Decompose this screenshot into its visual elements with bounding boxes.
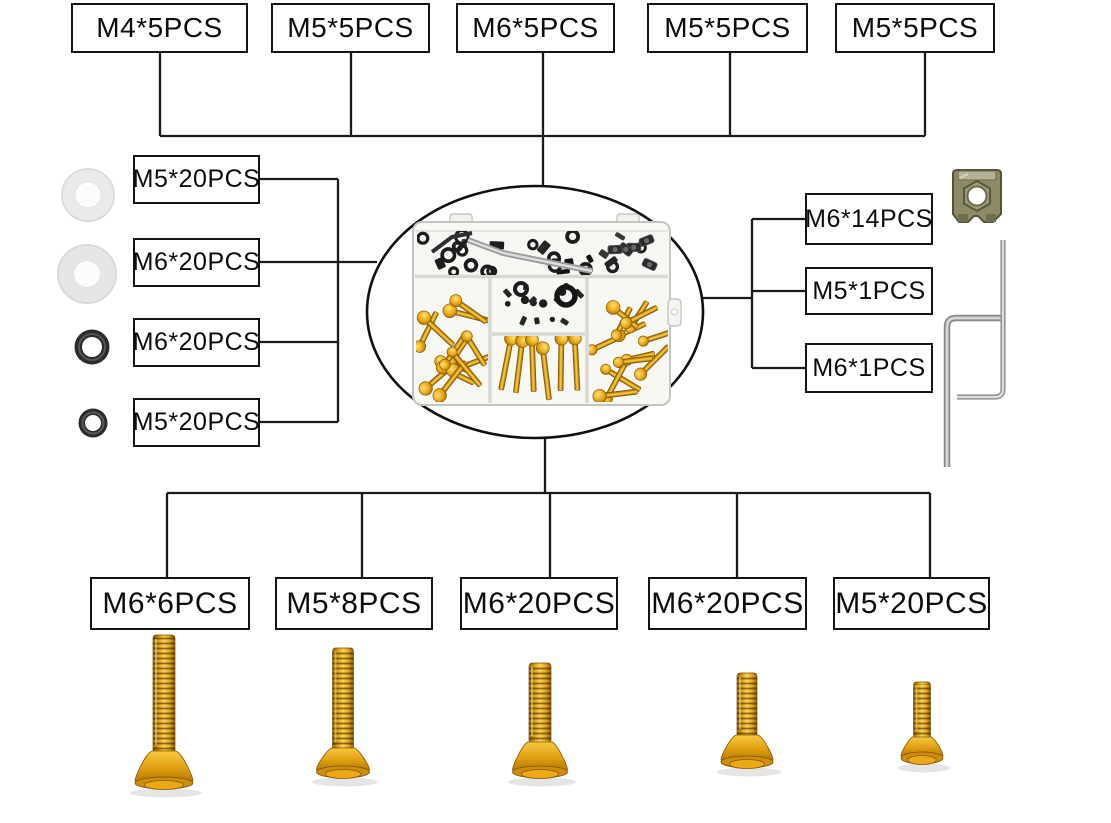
top-label-4: M5*5PCS bbox=[647, 3, 808, 53]
black-grommet-icon bbox=[74, 329, 110, 365]
black-hardware-compartment bbox=[417, 231, 658, 275]
black-fastener-compartment bbox=[503, 281, 584, 326]
left-label-2: M6*20PCS bbox=[133, 238, 260, 287]
top-label-3: M6*5PCS bbox=[456, 3, 615, 53]
left-label-4: M5*20PCS bbox=[133, 398, 260, 447]
bottom-label-1: M6*6PCS bbox=[90, 577, 250, 630]
gold-bolt-compartment-left bbox=[416, 294, 488, 402]
top-label-1: M4*5PCS bbox=[71, 3, 248, 53]
right-label-2: M5*1PCS bbox=[805, 267, 933, 315]
left-label-3: M6*20PCS bbox=[133, 318, 260, 367]
gold-bolt-compartment-middle bbox=[498, 336, 582, 401]
white-washer-large-icon bbox=[57, 244, 117, 304]
gold-bolt-compartment-right bbox=[589, 300, 668, 402]
gold-bolt-images bbox=[130, 634, 951, 798]
right-label-3: M6*1PCS bbox=[805, 343, 933, 393]
bottom-label-5: M5*20PCS bbox=[833, 577, 990, 630]
bottom-label-4: M6*20PCS bbox=[648, 577, 807, 630]
top-label-2: M5*5PCS bbox=[271, 3, 430, 53]
center-highlight-ellipse bbox=[365, 184, 705, 440]
allen-hex-key-large-icon bbox=[943, 314, 1003, 467]
bottom-label-3: M6*20PCS bbox=[460, 577, 618, 630]
white-washer-icon bbox=[61, 168, 115, 222]
kit-box-photo bbox=[412, 213, 682, 406]
connector-lines bbox=[158, 53, 932, 577]
left-label-1: M5*20PCS bbox=[133, 155, 260, 204]
allen-hex-key-small-icon bbox=[957, 240, 1006, 400]
u-clip-speed-nut-icon bbox=[952, 169, 1002, 223]
right-label-1: M6*14PCS bbox=[805, 193, 933, 245]
top-label-5: M5*5PCS bbox=[835, 3, 995, 53]
black-grommet-small-icon bbox=[78, 408, 108, 438]
bottom-label-2: M5*8PCS bbox=[275, 577, 433, 630]
